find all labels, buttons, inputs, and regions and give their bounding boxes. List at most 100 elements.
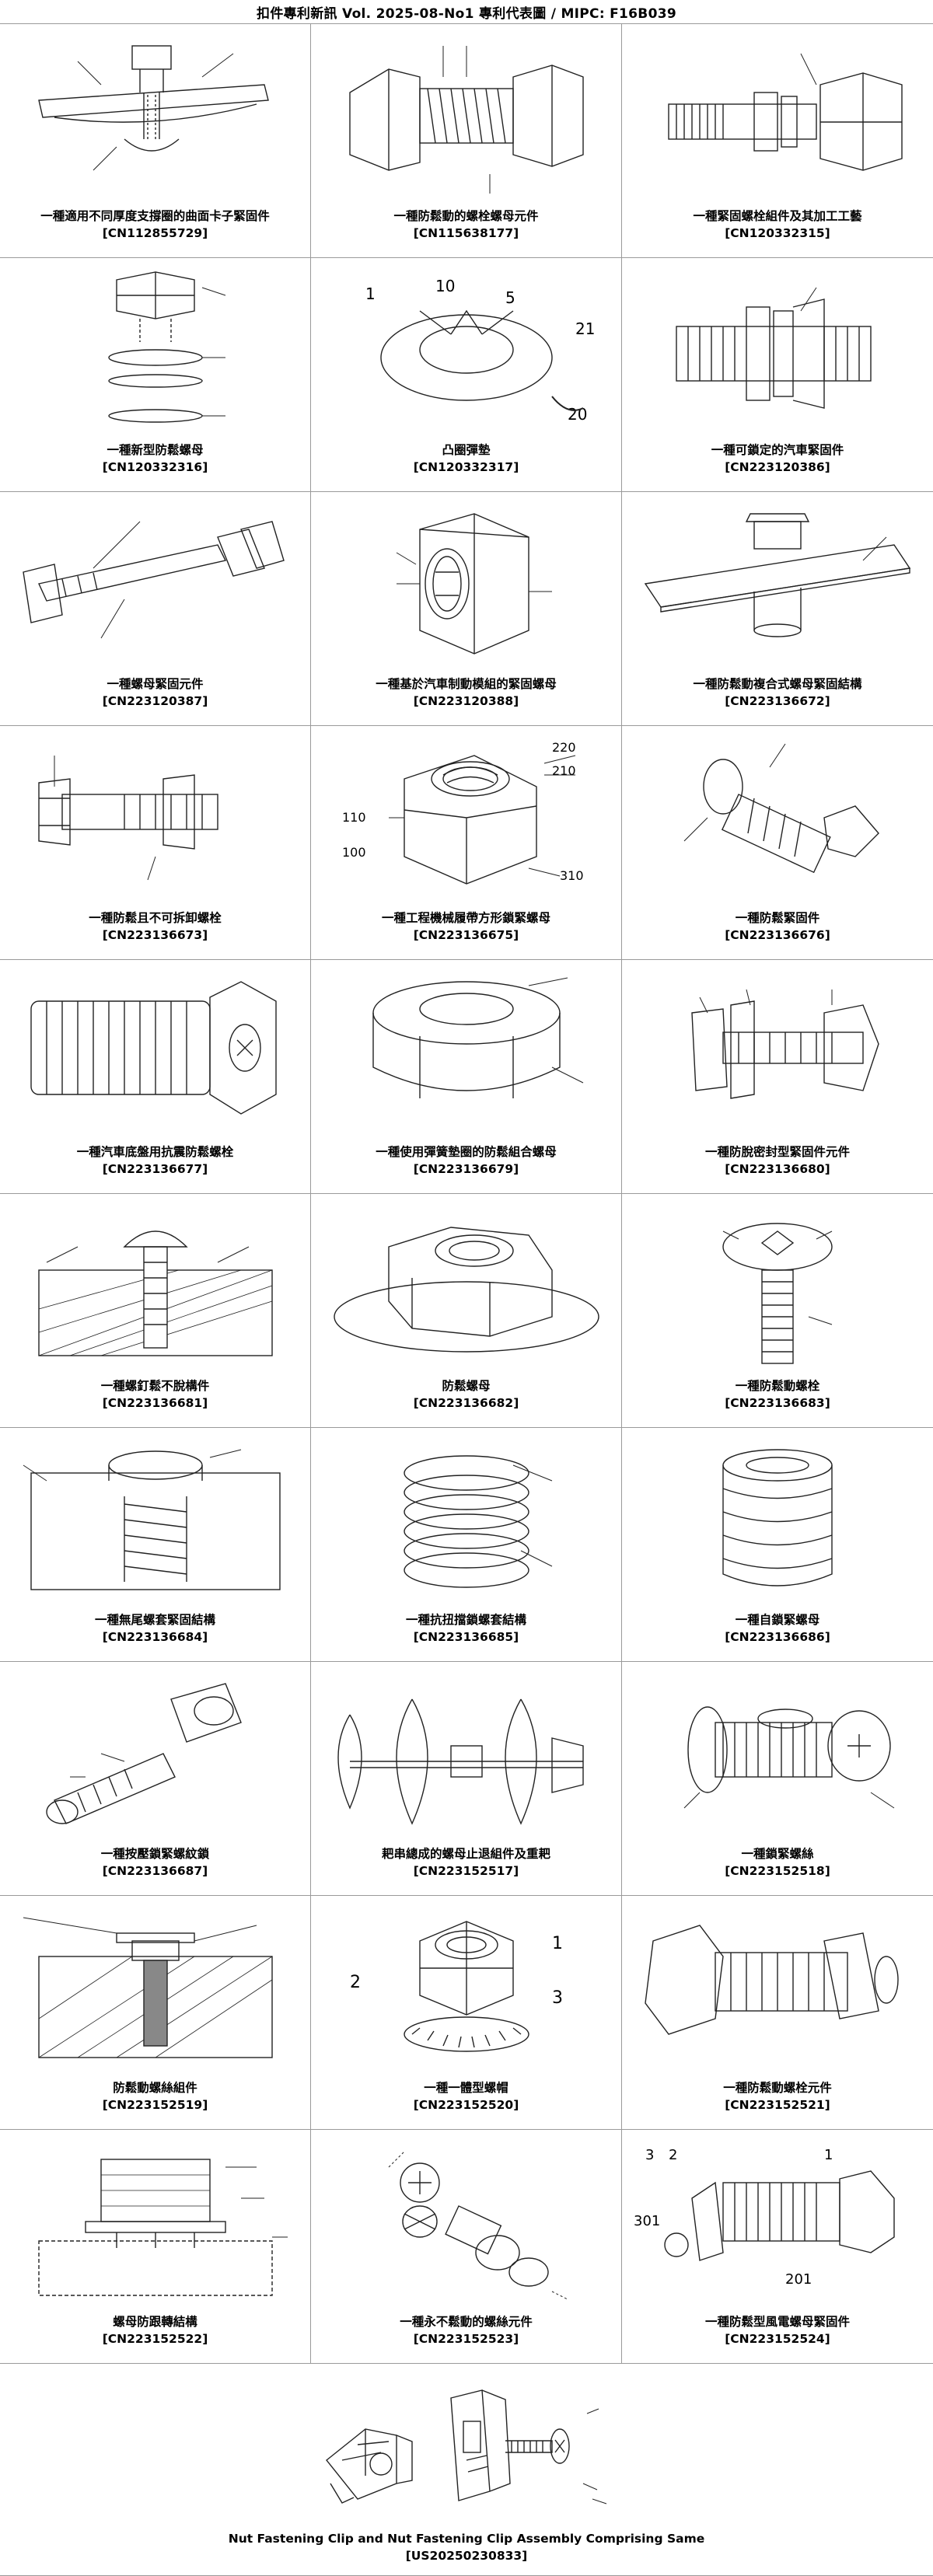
locking-screw-drawing	[630, 1668, 925, 1841]
patent-caption: 一種防鬆型風電螺母緊固件[CN223152524]	[705, 2313, 850, 2347]
patent-cell: 一種基於汽車制動模組的緊固螺母[CN223120388]	[311, 492, 622, 725]
patent-drawing	[630, 1902, 925, 2075]
patent-number: [CN223136681]	[101, 1394, 210, 1412]
patent-drawing: 110100220210310	[319, 732, 614, 905]
patent-caption: 一種適用不同厚度支撐圈的曲面卡子緊固件[CN112855729]	[40, 208, 270, 242]
patent-drawing	[630, 1200, 925, 1373]
anti-loose-nut-drawing	[319, 1200, 614, 1373]
patent-cell: 一種自鎖緊螺母[CN223136686]	[622, 1428, 933, 1661]
patent-number: [CN223152522]	[103, 2330, 208, 2347]
patent-title: 一種新型防鬆螺母	[103, 442, 208, 459]
patent-drawing	[8, 498, 303, 671]
patent-drawing: 321301201	[630, 2136, 925, 2309]
patent-cell: 一種防鬆動複合式螺母緊固結構[CN223136672]	[622, 492, 933, 725]
anti-rotation-nut-drawing	[8, 2136, 303, 2309]
patent-cell: 一種適用不同厚度支撐圈的曲面卡子緊固件[CN112855729]	[0, 24, 311, 257]
patent-number: [CN223136682]	[414, 1394, 519, 1412]
patent-title: 凸圈彈墊	[414, 442, 519, 459]
patent-title: 一種永不鬆動的螺絲元件	[400, 2313, 533, 2330]
patent-caption: 一種防脫密封型緊固件元件[CN223136680]	[705, 1143, 850, 1178]
patent-cell: 一種防鬆動螺栓元件[CN223152521]	[622, 1896, 933, 2129]
svg-text:201: 201	[785, 2271, 812, 2288]
svg-text:20: 20	[568, 405, 587, 424]
svg-text:310: 310	[560, 868, 584, 883]
patent-cell: 耙串總成的螺母止退組件及重耙[CN223152517]	[311, 1662, 622, 1895]
patent-caption: 一種抗扭擋鎖螺套結構[CN223136685]	[406, 1611, 526, 1646]
composite-nut-drawing	[630, 498, 925, 671]
exploded-nut-drawing	[8, 264, 303, 437]
patent-drawing: 11052120	[319, 264, 614, 437]
patent-title: 一種防脫密封型緊固件元件	[705, 1143, 850, 1161]
patent-number: [CN223136673]	[89, 927, 222, 944]
svg-text:301: 301	[634, 2213, 660, 2229]
patent-title: 一種緊固螺栓組件及其加工工藝	[693, 208, 861, 225]
patent-number: [CN115638177]	[393, 225, 538, 242]
patent-title: 耙串總成的螺母止退組件及重耙	[382, 1845, 550, 1862]
patent-cell: 一種可鎖定的汽車緊固件[CN223120386]	[622, 258, 933, 491]
patent-number: [CN223136676]	[725, 927, 830, 944]
bolt-nut-drawing	[319, 30, 614, 203]
svg-text:3: 3	[645, 2147, 654, 2163]
patent-title: 一種按壓鎖緊螺紋鎖	[101, 1845, 210, 1862]
patent-cell: 213一種一體型螺帽[CN223152520]	[311, 1896, 622, 2129]
patent-row: 一種適用不同厚度支撐圈的曲面卡子緊固件[CN112855729] 一種防鬆動的螺栓…	[0, 24, 933, 258]
wind-power-nut-drawing: 321301201	[630, 2136, 925, 2309]
patent-drawing	[630, 966, 925, 1139]
patent-number: [CN223136683]	[725, 1394, 830, 1412]
svg-text:210: 210	[552, 763, 576, 778]
patent-caption: 防鬆動螺絲組件[CN223152519]	[103, 2079, 208, 2114]
captive-screw-drawing	[8, 1200, 303, 1373]
patent-cell: 一種抗扭擋鎖螺套結構[CN223136685]	[311, 1428, 622, 1661]
patent-cell: 一種螺母緊固元件[CN223120387]	[0, 492, 311, 725]
exploded-screw-drawing	[319, 2136, 614, 2309]
patent-title: 一種一體型螺帽	[414, 2079, 519, 2096]
svg-text:3: 3	[552, 1988, 563, 2008]
patent-cell-last: Nut Fastening Clip and Nut Fastening Cli…	[0, 2364, 933, 2576]
patent-caption: 耙串總成的螺母止退組件及重耙[CN223152517]	[382, 1845, 550, 1880]
patent-drawing	[630, 732, 925, 905]
patent-caption: 一種防鬆動複合式螺母緊固結構[CN223136672]	[693, 675, 861, 710]
patent-caption: 一種新型防鬆螺母[CN120332316]	[103, 442, 208, 476]
patent-title: 一種使用彈簧墊圈的防鬆組合螺母	[376, 1143, 557, 1161]
patent-number: [CN223136672]	[693, 693, 861, 710]
svg-text:1: 1	[552, 1934, 563, 1953]
patent-cell: 一種按壓鎖緊螺紋鎖[CN223136687]	[0, 1662, 311, 1895]
patent-number: [CN223120387]	[103, 693, 208, 710]
patent-drawing	[8, 264, 303, 437]
svg-text:1: 1	[365, 284, 376, 303]
patent-row: 一種防鬆且不可拆卸螺栓[CN223136673]110100220210310一…	[0, 726, 933, 960]
patent-drawing	[8, 732, 303, 905]
patent-number: [CN223152518]	[725, 1862, 830, 1880]
patent-title: 一種防鬆且不可拆卸螺栓	[89, 909, 222, 927]
svg-text:10: 10	[435, 277, 455, 295]
flange-nut-drawing	[319, 966, 614, 1139]
patent-drawing	[319, 1200, 614, 1373]
patent-caption: 螺母防跟轉結構[CN223152522]	[103, 2313, 208, 2347]
patent-number: [CN223120386]	[711, 459, 844, 476]
patent-cell: 11052120凸圈彈墊[CN120332317]	[311, 258, 622, 491]
patent-row: 一種無尾螺套緊固結構[CN223136684] 一種抗扭擋鎖螺套結構[CN2231…	[0, 1428, 933, 1662]
patent-row: 防鬆動螺絲組件[CN223152519]213一種一體型螺帽[CN2231525…	[0, 1896, 933, 2130]
patent-drawing	[8, 2136, 303, 2309]
patent-caption: 一種無尾螺套緊固結構[CN223136684]	[95, 1611, 215, 1646]
patent-drawing	[319, 2136, 614, 2309]
tangless-insert-drawing	[8, 1434, 303, 1607]
patent-title: 一種適用不同厚度支撐圈的曲面卡子緊固件	[40, 208, 270, 225]
patent-title: 螺母防跟轉結構	[103, 2313, 208, 2330]
patent-cell: 一種螺釘鬆不脫構件[CN223136681]	[0, 1194, 311, 1427]
patent-number: [CN223136686]	[725, 1628, 830, 1646]
patent-drawing	[8, 30, 303, 203]
svg-text:1: 1	[824, 2147, 833, 2163]
clip-fastener-drawing	[8, 30, 303, 203]
nut-fastening-drawing	[8, 498, 303, 671]
patent-row: 一種汽車底盤用抗震防鬆螺栓[CN223136677]一種使用彈簧墊圈的防鬆組合螺…	[0, 960, 933, 1194]
patent-title: 一種汽車底盤用抗震防鬆螺栓	[77, 1143, 234, 1161]
patent-number: [US20250230833]	[229, 2547, 705, 2564]
patent-caption: 一種螺母緊固元件[CN223120387]	[103, 675, 208, 710]
patent-title: 一種可鎖定的汽車緊固件	[711, 442, 844, 459]
patent-number: [CN223152524]	[705, 2330, 850, 2347]
patent-title: 一種防鬆動的螺栓螺母元件	[393, 208, 538, 225]
bolt-element-drawing	[630, 1902, 925, 2075]
patent-drawing	[8, 966, 303, 1139]
patent-title: 一種自鎖緊螺母	[725, 1611, 830, 1628]
